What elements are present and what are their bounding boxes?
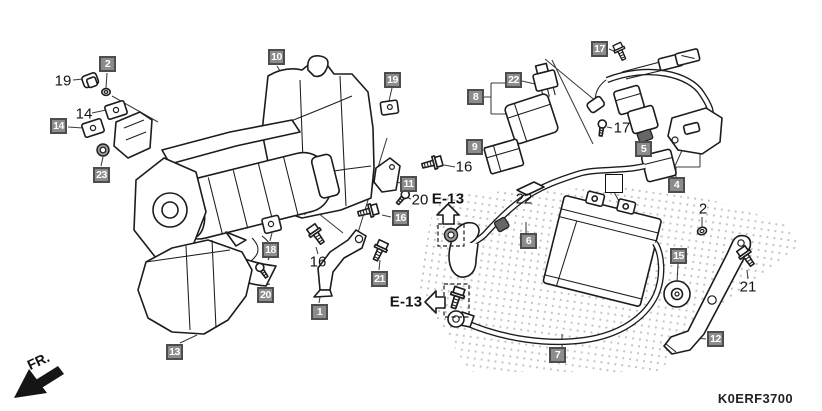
ref-e13-top[interactable]: E-13 — [431, 190, 465, 208]
part-badge-1[interactable]: 1 — [311, 304, 328, 320]
fr-arrow-icon — [14, 366, 64, 398]
part-label-2: 2 — [698, 200, 708, 218]
harness-drawing — [586, 48, 714, 183]
battery-cover-drawing — [137, 231, 253, 335]
part-badge-16[interactable]: 16 — [392, 210, 409, 226]
part-label-17: 17 — [613, 119, 631, 137]
e13-up-arrow-icon — [436, 203, 460, 225]
part-badge-17[interactable]: 17 — [591, 41, 608, 57]
part-badge-6[interactable]: 6 — [520, 233, 537, 249]
part-badge-11[interactable]: 11 — [400, 176, 417, 192]
part-badge-5[interactable]: 5 — [635, 141, 652, 157]
small-fastener-parts — [81, 72, 400, 235]
part-label-16-right: 16 — [455, 158, 473, 176]
part-badge-22[interactable]: 22 — [505, 72, 522, 88]
part-label-20: 20 — [411, 191, 429, 209]
part-badge-20[interactable]: 20 — [257, 287, 274, 303]
part-badge-21[interactable]: 21 — [371, 271, 388, 287]
part-label-14: 14 — [75, 105, 93, 123]
battery-callout-box[interactable] — [605, 174, 623, 193]
e13-left-arrow-icon — [424, 290, 446, 314]
part-badge-4[interactable]: 4 — [668, 177, 685, 193]
battery-drawing — [542, 190, 662, 307]
part-label-19: 19 — [54, 72, 72, 90]
fuse-drawing — [532, 62, 559, 99]
motor-unit-drawing — [113, 111, 340, 287]
washer-drawing — [663, 280, 691, 308]
part-badge-9[interactable]: 9 — [466, 139, 483, 155]
part-label-16-center: 16 — [309, 253, 327, 271]
part-badge-7[interactable]: 7 — [549, 347, 566, 363]
part-badge-12[interactable]: 12 — [707, 331, 724, 347]
relay-drawing — [483, 93, 559, 175]
part-badge-23[interactable]: 23 — [93, 167, 110, 183]
bracket-drawings — [313, 157, 401, 298]
starter-cable-drawing — [447, 241, 665, 346]
ground-cable-drawing — [448, 162, 646, 278]
part-label-22: 22 — [515, 190, 533, 208]
part-badge-19[interactable]: 19 — [384, 72, 401, 88]
part-label-21: 21 — [739, 278, 757, 296]
part-badge-15[interactable]: 15 — [670, 248, 687, 264]
part-badge-18[interactable]: 18 — [262, 242, 279, 258]
part-badge-10[interactable]: 10 — [268, 49, 285, 65]
part-badge-13[interactable]: 13 — [166, 344, 183, 360]
part-badge-2[interactable]: 2 — [99, 56, 116, 72]
part-badge-14[interactable]: 14 — [50, 118, 67, 134]
bolt-icons — [253, 41, 759, 311]
stay-drawing — [663, 234, 752, 355]
battery-bracket-drawing — [667, 107, 723, 155]
ref-e13-left[interactable]: E-13 — [389, 293, 423, 311]
part-badge-8[interactable]: 8 — [467, 89, 484, 105]
diagram-code: K0ERF3700 — [717, 391, 793, 406]
